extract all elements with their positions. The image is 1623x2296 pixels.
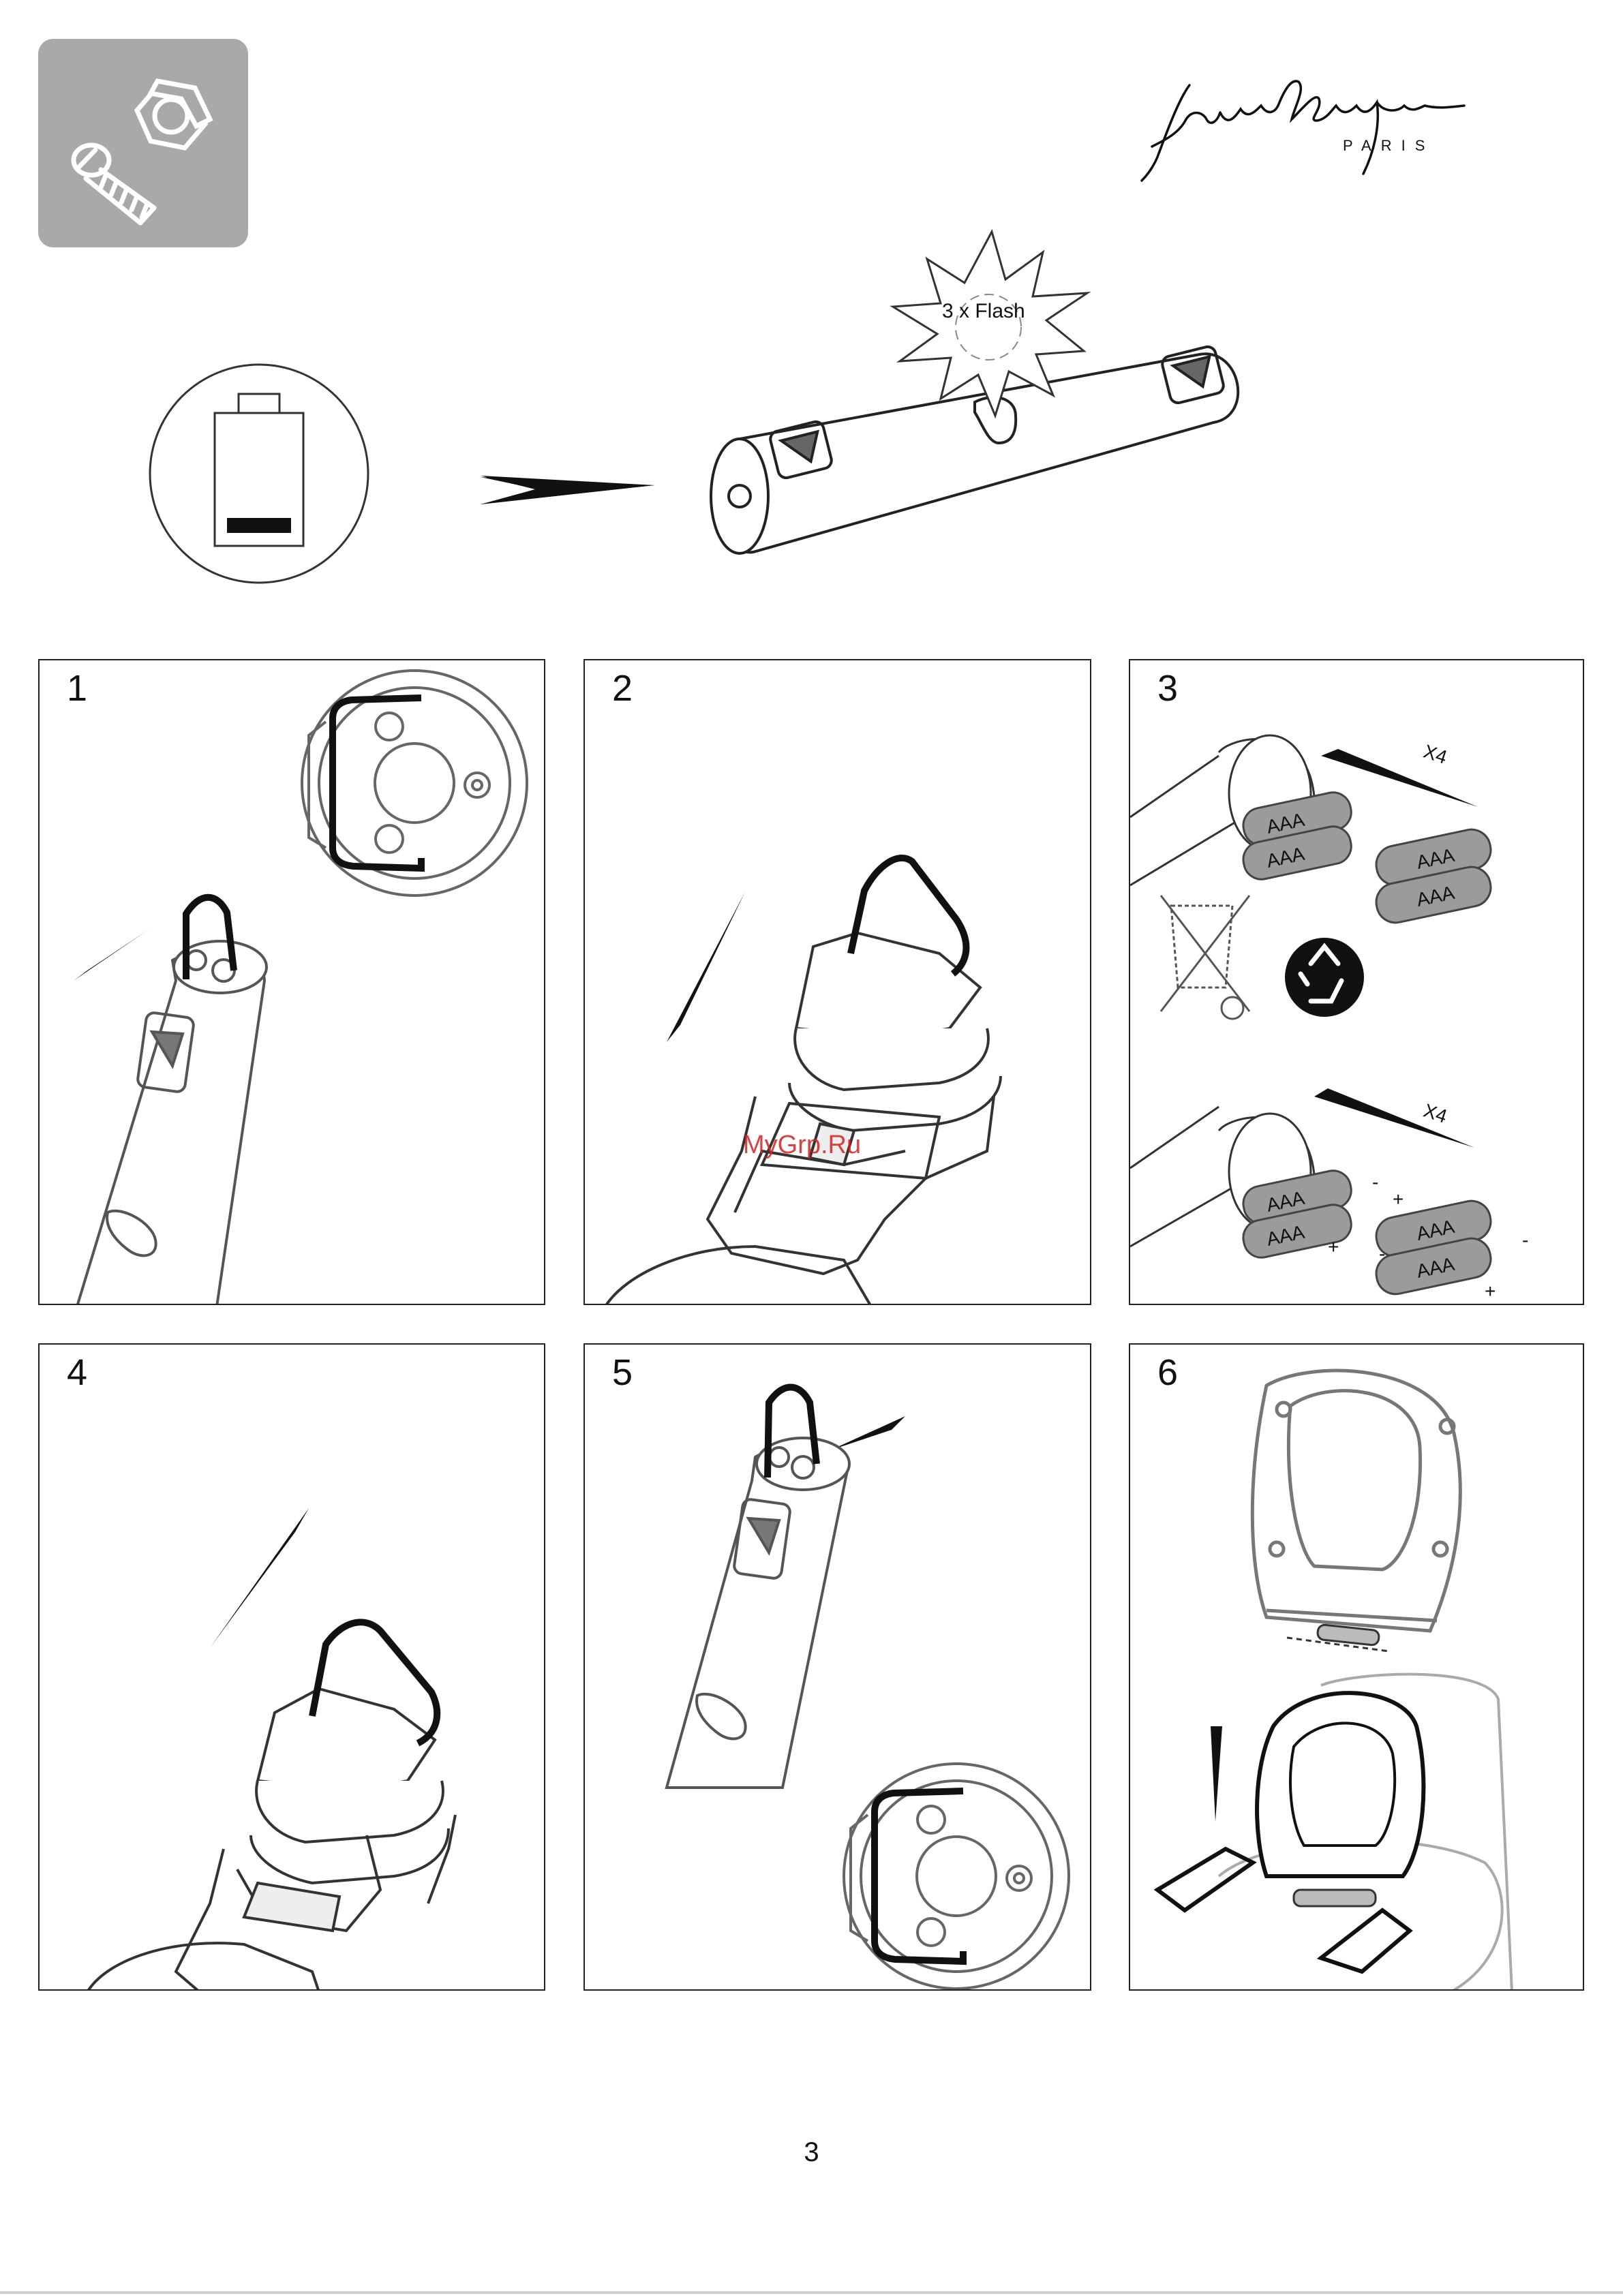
step-panel-2: 2 MyGrp.Ru	[583, 659, 1091, 1305]
toilet-seat-open	[1252, 1371, 1460, 1631]
page-number: 3	[0, 2137, 1623, 2168]
polarity-plus: +	[1328, 1236, 1339, 1257]
recycle-icon	[1285, 938, 1364, 1017]
toilet-seat-closed	[1257, 1693, 1423, 1876]
step-panel-3: 3 AAA AAA AAA AAA X4 X4	[1129, 659, 1584, 1305]
brand-logo: PARIS	[1138, 72, 1466, 187]
step-panel-4: 4	[38, 1343, 545, 1991]
battery-compartment-drawing	[605, 933, 1001, 1305]
low-battery-illustration: 3 x Flash	[136, 218, 1295, 600]
remote-wand	[77, 941, 267, 1305]
nut-and-bolt-icon	[38, 39, 248, 247]
battery-compartment-drawing	[87, 1689, 455, 1991]
step-panel-6: 6	[1129, 1343, 1584, 1991]
crossed-bin-icon	[1161, 896, 1249, 1019]
polarity-minus: -	[1372, 1172, 1378, 1193]
watermark-text: MyGrp.Ru	[743, 1131, 861, 1160]
brand-city: PARIS	[1343, 137, 1434, 155]
tool-icon-box	[38, 39, 248, 247]
polarity-plus: +	[1393, 1189, 1404, 1210]
count-label: X4	[1421, 1100, 1450, 1127]
polarity-plus: +	[1485, 1281, 1496, 1302]
count-label: X4	[1421, 741, 1450, 768]
low-battery-icon	[150, 365, 368, 583]
polarity-minus: -	[1379, 1243, 1385, 1264]
bottom-rule	[0, 2291, 1623, 2294]
step-panel-5: 5	[583, 1343, 1091, 1991]
flash-label: 3 x Flash	[942, 300, 1025, 323]
step-panel-1: 1	[38, 659, 545, 1305]
polarity-minus: -	[1522, 1229, 1528, 1251]
remote-wand	[667, 1438, 849, 1788]
signature-logo	[1138, 72, 1466, 187]
